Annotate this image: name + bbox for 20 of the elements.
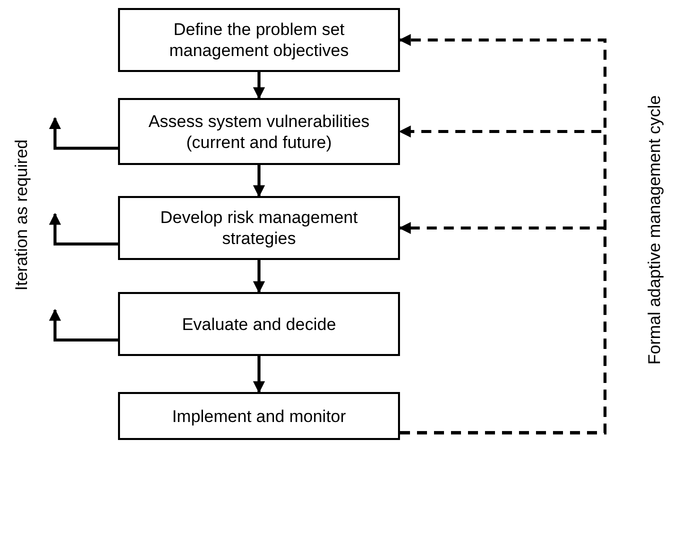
box-label: Implement and monitor [171,406,347,426]
process-box [118,196,400,260]
arrow [398,222,606,434]
arrow [253,260,265,294]
side-label: Formal adaptive management cycle [645,95,665,365]
arrow [49,212,118,246]
process-box [118,292,400,356]
process-box [118,98,400,165]
box-label: Assess system vulnerabilities (current and future) [147,110,371,152]
box-label: Develop risk management strategies [159,207,359,249]
box-label: Define the problem set management objectives [168,19,350,61]
arrow [49,308,118,342]
box-label: Evaluate and decide [180,314,338,334]
process-box [118,8,400,72]
process-box [118,392,400,440]
side-label: Iteration as required [12,139,32,291]
arrow [253,165,265,198]
arrow [253,356,265,394]
arrow [49,117,118,150]
arrow [253,72,265,100]
